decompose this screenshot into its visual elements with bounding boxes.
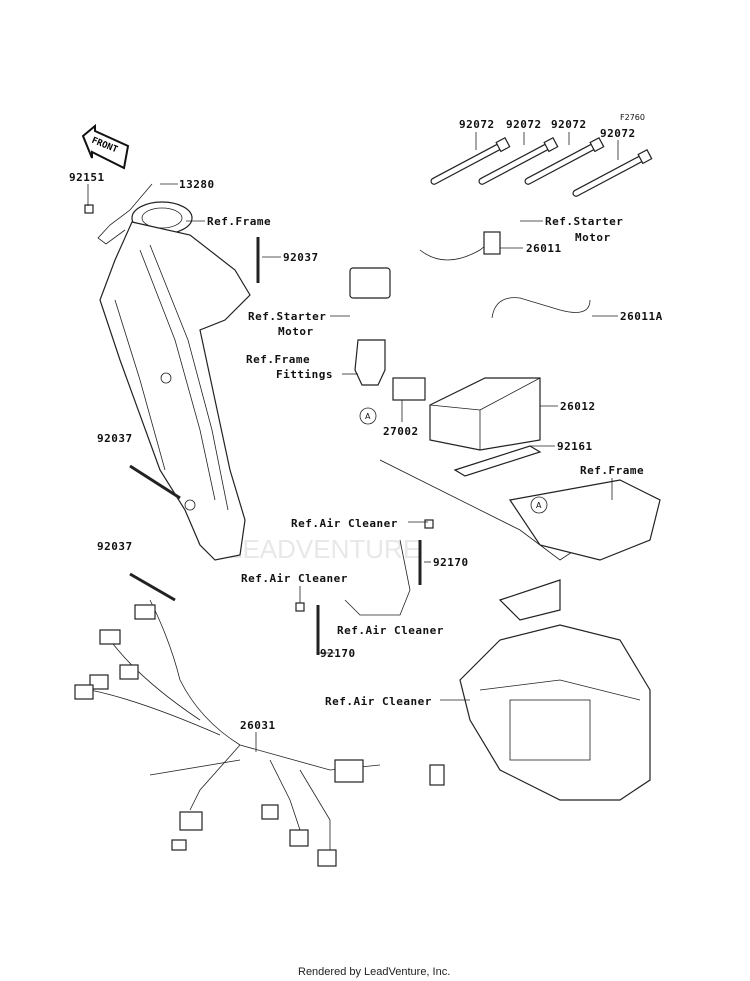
label-26011A: 26011A bbox=[620, 310, 663, 323]
wire-harness bbox=[74, 599, 445, 867]
label-92072-1: 92072 bbox=[459, 118, 495, 131]
label-92037-top: 92037 bbox=[283, 251, 319, 264]
label-92072-2: 92072 bbox=[506, 118, 542, 131]
label-ref-air-cleaner-1: Ref.Air Cleaner bbox=[291, 517, 398, 530]
label-27002: 27002 bbox=[383, 425, 419, 438]
label-ref-air-cleaner-4: Ref.Air Cleaner bbox=[325, 695, 432, 708]
label-ref-starter-left-1: Ref.Starter bbox=[248, 310, 326, 323]
label-ref-starter-left-2: Motor bbox=[278, 325, 314, 338]
label-92161: 92161 bbox=[557, 440, 593, 453]
starter-relay bbox=[349, 267, 426, 401]
battery bbox=[429, 377, 542, 477]
label-ref-frame-top: Ref.Frame bbox=[207, 215, 271, 228]
marker-a-right: A bbox=[536, 501, 542, 510]
footer-credit: Rendered by LeadVenture, Inc. bbox=[298, 966, 450, 978]
label-ref-starter-right-2: Motor bbox=[575, 231, 611, 244]
label-92151: 92151 bbox=[69, 171, 105, 184]
frame-bracket bbox=[379, 459, 661, 621]
label-13280: 13280 bbox=[179, 178, 215, 191]
label-92170-left: 92170 bbox=[320, 647, 356, 660]
label-ref-starter-right-1: Ref.Starter bbox=[545, 215, 623, 228]
watermark: LEADVENTURE bbox=[228, 534, 420, 564]
label-26031: 26031 bbox=[240, 719, 276, 732]
label-ref-air-cleaner-3: Ref.Air Cleaner bbox=[337, 624, 444, 637]
marker-a-left: A bbox=[365, 412, 371, 421]
label-92072-3: 92072 bbox=[551, 118, 587, 131]
label-ref-frame-fittings-2: Fittings bbox=[276, 368, 333, 381]
label-92037-mid: 92037 bbox=[97, 432, 133, 445]
label-92170-right: 92170 bbox=[433, 556, 469, 569]
bands-92037 bbox=[129, 237, 260, 602]
leader-lines bbox=[87, 183, 618, 752]
front-arrow-icon: FRONT bbox=[81, 123, 130, 170]
label-92072-4: 92072 bbox=[600, 127, 636, 140]
label-ref-air-cleaner-2: Ref.Air Cleaner bbox=[241, 572, 348, 585]
label-26012: 26012 bbox=[560, 400, 596, 413]
label-92037-low: 92037 bbox=[97, 540, 133, 553]
figure-code: F2760 bbox=[620, 113, 645, 122]
frame-illustration bbox=[84, 183, 251, 561]
label-26011: 26011 bbox=[526, 242, 562, 255]
markers: A A bbox=[359, 407, 548, 514]
label-ref-frame-fittings-1: Ref.Frame bbox=[246, 353, 310, 366]
air-cleaner bbox=[459, 624, 651, 801]
label-ref-frame-right: Ref.Frame bbox=[580, 464, 644, 477]
cable-ties bbox=[430, 132, 653, 197]
